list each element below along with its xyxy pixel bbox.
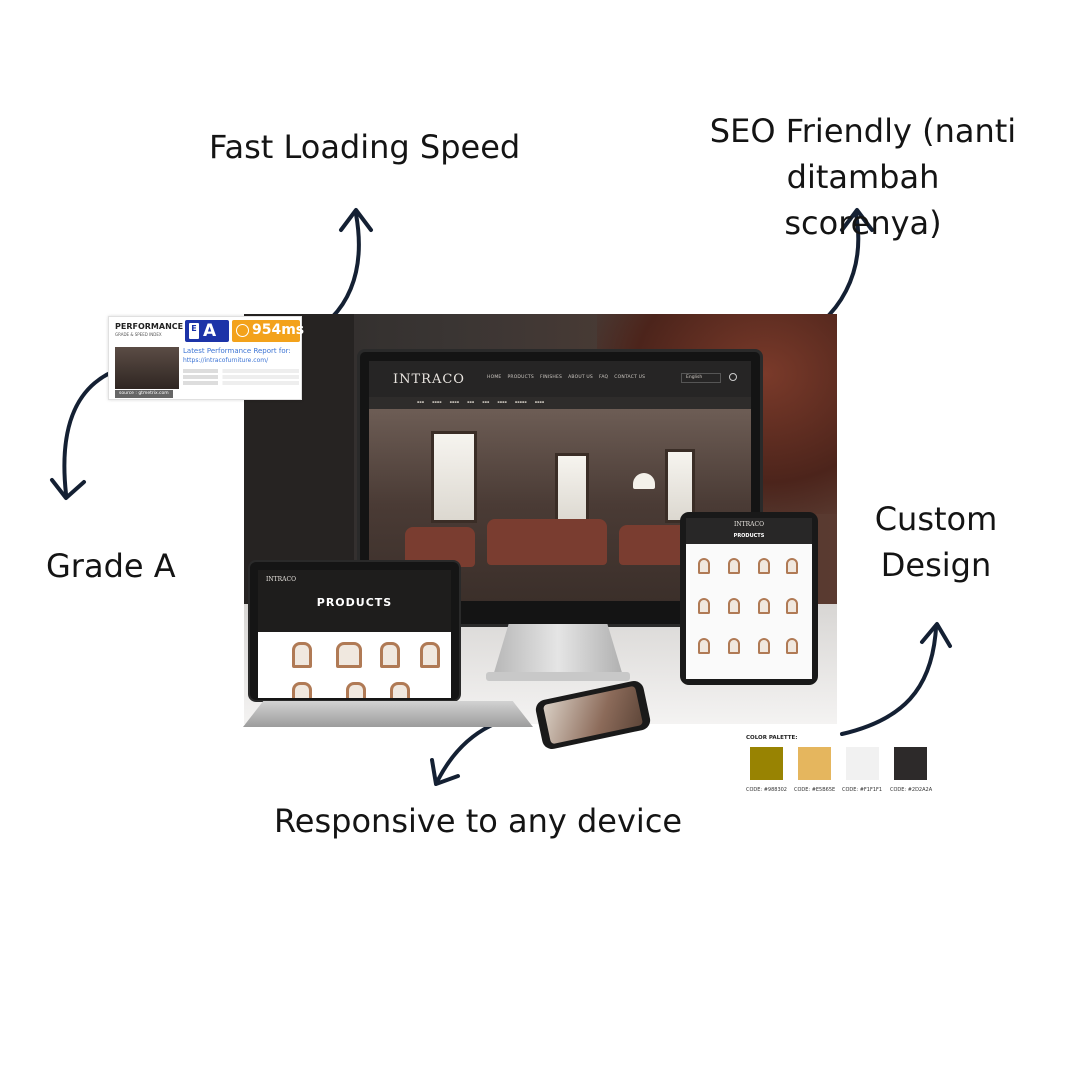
laptop-header: INTRACO PRODUCTS — [258, 570, 451, 632]
category-item[interactable]: ▪▪▪▪ — [432, 400, 442, 404]
swatch-olive — [750, 747, 783, 780]
swatch-code: CODE: #988302 — [746, 787, 787, 793]
grade-box-letter: E — [189, 323, 199, 339]
language-select[interactable]: English — [681, 373, 721, 383]
product-thumbnail[interactable] — [786, 598, 798, 614]
hero-window — [665, 449, 695, 523]
tablet-products-title: PRODUCTS — [733, 533, 765, 539]
product-thumbnail[interactable] — [336, 642, 362, 668]
hero-window — [431, 431, 477, 523]
website-nav: INTRACO HOME PRODUCTS FINISHES ABOUT US … — [369, 361, 751, 397]
palette-title: COLOR PALETTE: — [746, 735, 798, 741]
search-icon[interactable] — [729, 373, 737, 381]
laptop-screen: INTRACO PRODUCTS — [258, 570, 451, 698]
monitor-stand — [493, 624, 623, 676]
color-palette: COLOR PALETTE: CODE: #988302 CODE: #E5B6… — [742, 732, 938, 800]
latest-report-label: Latest Performance Report for: — [183, 347, 291, 355]
nav-links: HOME PRODUCTS FINISHES ABOUT US FAQ CONT… — [487, 375, 645, 380]
report-url[interactable]: https://intracofurniture.com/ — [183, 357, 269, 364]
swatch-dark — [894, 747, 927, 780]
category-item[interactable]: ▪▪▪▪ — [534, 400, 545, 404]
nav-faq[interactable]: FAQ — [598, 375, 609, 380]
category-item[interactable]: ▪▪▪▪ — [449, 400, 460, 404]
laptop-keyboard-base — [243, 701, 533, 727]
site-thumbnail — [115, 347, 179, 389]
swatch-code: CODE: #F1F1F1 — [842, 787, 883, 793]
swatch-code: CODE: #2D2A2A — [890, 787, 933, 793]
product-thumbnail[interactable] — [758, 558, 770, 574]
product-thumbnail[interactable] — [698, 558, 710, 574]
product-thumbnail[interactable] — [390, 682, 410, 698]
caption-responsive: Responsive to any device — [274, 802, 683, 840]
product-thumbnail[interactable] — [292, 642, 312, 668]
arrow-icon — [920, 622, 952, 648]
arrow-icon — [50, 478, 86, 500]
caption-seo-friendly: SEO Friendly (nanti ditambah scorenya) — [709, 112, 1017, 242]
tablet-logo: INTRACO — [734, 521, 764, 528]
tablet-screen: INTRACO PRODUCTS — [686, 518, 812, 679]
grade-letter: A — [203, 321, 217, 341]
product-thumbnail[interactable] — [420, 642, 440, 668]
nav-home[interactable]: HOME — [487, 375, 502, 380]
caption-grade-a: Grade A — [46, 547, 176, 585]
laptop-products-title: PRODUCTS — [316, 596, 393, 609]
product-thumbnail[interactable] — [728, 598, 740, 614]
nav-about[interactable]: ABOUT US — [568, 375, 593, 380]
arrow-icon — [430, 758, 460, 786]
category-item[interactable]: ▪▪▪▪▪ — [514, 400, 527, 404]
product-thumbnail[interactable] — [758, 638, 770, 654]
nav-products[interactable]: PRODUCTS — [507, 375, 534, 380]
product-thumbnail[interactable] — [292, 682, 312, 698]
category-item[interactable]: ▪▪▪▪ — [497, 400, 507, 404]
swatch-light-gray — [846, 747, 879, 780]
arrow-icon — [840, 626, 938, 736]
performance-subtitle: GRADE & SPEED INDEX — [115, 332, 162, 337]
swatch-gold — [798, 747, 831, 780]
report-meta — [183, 369, 299, 389]
chandelier — [633, 473, 655, 489]
performance-title: PERFORMANCE — [115, 322, 184, 331]
product-thumbnail[interactable] — [698, 598, 710, 614]
category-item[interactable]: ▪▪▪ — [482, 400, 490, 404]
product-thumbnail[interactable] — [346, 682, 366, 698]
product-thumbnail[interactable] — [758, 598, 770, 614]
category-nav: ▪▪▪ ▪▪▪▪ ▪▪▪▪ ▪▪▪ ▪▪▪ ▪▪▪▪ ▪▪▪▪▪ ▪▪▪▪ — [369, 397, 751, 409]
hero-window — [555, 453, 589, 525]
hero-sofa — [487, 519, 607, 565]
performance-report-card: PERFORMANCE GRADE & SPEED INDEX E A 954m… — [108, 316, 304, 400]
arrow-icon — [339, 208, 373, 232]
nav-finishes[interactable]: FINISHES — [539, 375, 563, 380]
load-time-value: 954ms — [252, 322, 305, 338]
grade-badge: E A — [185, 320, 229, 342]
tablet: INTRACO PRODUCTS — [680, 512, 818, 685]
laptop: INTRACO PRODUCTS — [248, 560, 461, 702]
product-thumbnail[interactable] — [728, 558, 740, 574]
product-thumbnail[interactable] — [728, 638, 740, 654]
product-thumbnail[interactable] — [380, 642, 400, 668]
product-thumbnail[interactable] — [698, 638, 710, 654]
clock-icon — [236, 324, 249, 337]
category-item[interactable]: ▪▪▪ — [467, 400, 475, 404]
tablet-header: INTRACO PRODUCTS — [686, 518, 812, 544]
monitor-stand-base — [486, 672, 630, 681]
caption-custom-design: Custom Design — [874, 500, 998, 584]
laptop-logo: INTRACO — [266, 576, 296, 583]
website-logo[interactable]: INTRACO — [393, 372, 465, 387]
product-thumbnail[interactable] — [786, 638, 798, 654]
caption-fast-loading-speed: Fast Loading Speed — [209, 128, 521, 166]
product-thumbnail[interactable] — [786, 558, 798, 574]
load-time-badge: 954ms — [232, 320, 304, 342]
report-source: source : gtmetrix.com — [115, 390, 173, 398]
category-item[interactable]: ▪▪▪ — [417, 400, 425, 404]
swatch-code: CODE: #E5B65E — [794, 787, 836, 793]
nav-contact[interactable]: CONTACT US — [614, 375, 646, 380]
